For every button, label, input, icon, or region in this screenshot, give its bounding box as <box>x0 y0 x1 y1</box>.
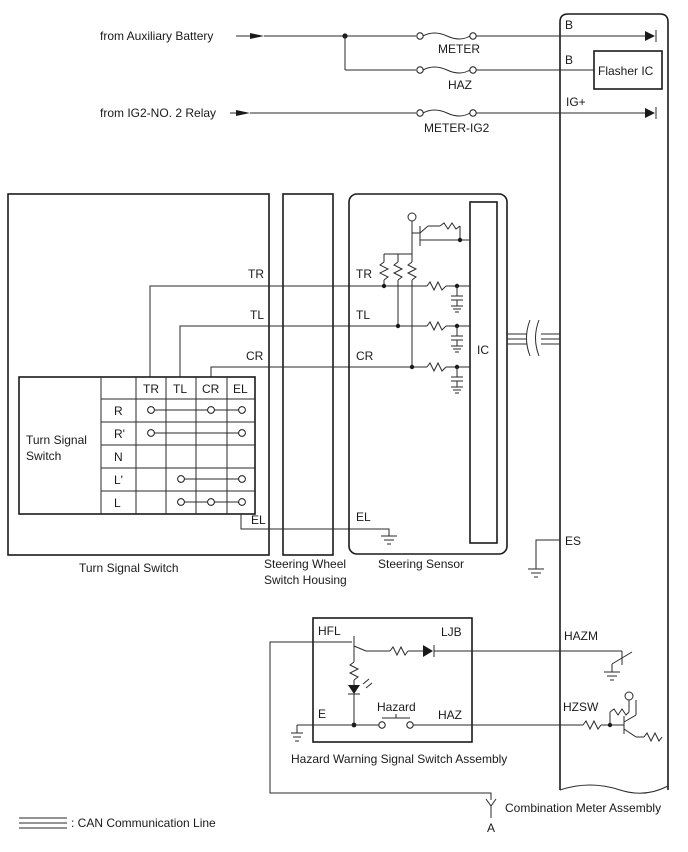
hazard-pin-e: E <box>318 707 326 721</box>
row-label-r-prime: R' <box>114 427 125 441</box>
steering-sensor-label: Steering Sensor <box>378 557 464 571</box>
hazard-switch-name: Hazard <box>377 700 416 714</box>
aux-battery-input-label: from Auxiliary Battery <box>100 29 213 43</box>
row-label-l-prime: L' <box>114 473 123 487</box>
wire-tl-label: TL <box>250 308 264 322</box>
diode-icon <box>645 31 655 41</box>
supply-node-icon <box>624 691 634 701</box>
pin-b1-label: B <box>565 18 573 32</box>
switch-table-title-line2: Switch <box>26 449 61 463</box>
wire-el-label: EL <box>251 513 266 527</box>
hazard-switch-label: Hazard Warning Signal Switch Assembly <box>291 752 507 766</box>
fuse-haz-label: HAZ <box>448 78 472 92</box>
sensor-pin-tl: TL <box>356 308 370 322</box>
power-input-wiring: from Auxiliary Battery METER B HAZ B Fla… <box>100 18 663 135</box>
connector-a-label: A <box>487 821 495 835</box>
steering-sensor: Steering Sensor TR TL CR EL IC <box>348 193 508 571</box>
column-header-el: EL <box>233 382 248 396</box>
combination-meter-assembly <box>559 13 669 794</box>
pin-ig-label: IG+ <box>566 95 586 109</box>
meter-hazard-circuit: HAZM HZSW <box>563 629 663 743</box>
led-icon <box>348 685 360 694</box>
sensor-pin-el: EL <box>356 510 371 524</box>
sensor-pin-tr: TR <box>356 267 372 281</box>
turn-signal-switch-label: Turn Signal Switch <box>79 561 179 575</box>
wire-cr-label: CR <box>246 349 264 363</box>
hazard-switch-assembly: Hazard Warning Signal Switch Assembly HF… <box>269 617 622 800</box>
row-label-l: L <box>114 496 121 510</box>
housing-label-line2: Switch Housing <box>264 573 347 587</box>
wire-tr-label: TR <box>248 267 264 281</box>
diode-icon <box>645 108 655 118</box>
housing-box <box>282 193 334 556</box>
switch-table-title-line1: Turn Signal <box>26 433 87 447</box>
column-header-cr: CR <box>202 382 220 396</box>
ig2-relay-input-label: from IG2-NO. 2 Relay <box>100 106 216 120</box>
hazard-switch-box <box>312 617 473 743</box>
es-ground: ES <box>528 534 581 578</box>
turn-signal-switch: Turn Signal Switch Turn Signal Switch TR… <box>7 193 270 575</box>
row-label-n: N <box>114 450 123 464</box>
arrow-right-icon <box>250 33 264 39</box>
fuse-meter-ig2-label: METER-IG2 <box>424 121 490 135</box>
steering-sensor-box <box>348 193 508 555</box>
turn-signal-switch-box <box>7 193 270 556</box>
arrow-right-icon <box>236 110 250 116</box>
hazard-pin-haz: HAZ <box>438 708 462 722</box>
fuse-meter-label: METER <box>438 42 480 56</box>
connector-a: A <box>485 798 497 835</box>
pin-b2-label: B <box>565 53 573 67</box>
steering-wheel-switch-housing: Steering Wheel Switch Housing <box>264 193 347 587</box>
sensor-pin-cr: CR <box>356 349 374 363</box>
sensor-ic-label: IC <box>477 343 489 357</box>
pin-es-label: ES <box>565 534 581 548</box>
legend-can-label: : CAN Communication Line <box>71 816 216 830</box>
supply-node-icon <box>407 212 417 222</box>
flasher-ic-label: Flasher IC <box>598 64 654 78</box>
combination-meter-label: Combination Meter Assembly <box>505 801 661 815</box>
row-label-r: R <box>114 404 123 418</box>
column-header-tr: TR <box>143 382 159 396</box>
legend: : CAN Communication Line <box>19 816 216 830</box>
hazard-pin-hfl: HFL <box>318 624 341 638</box>
sensor-ic-box <box>469 201 498 544</box>
housing-label-line1: Steering Wheel <box>264 557 346 571</box>
diode-icon <box>423 645 433 657</box>
flasher-ic-box <box>593 50 663 90</box>
column-header-tl: TL <box>173 382 187 396</box>
pin-hazm-label: HAZM <box>564 629 598 643</box>
signal-wires: TR TL CR EL <box>149 267 427 536</box>
pin-hzsw-label: HZSW <box>563 700 599 714</box>
can-communication-line <box>507 318 560 358</box>
hazard-pin-ljb: LJB <box>441 625 462 639</box>
